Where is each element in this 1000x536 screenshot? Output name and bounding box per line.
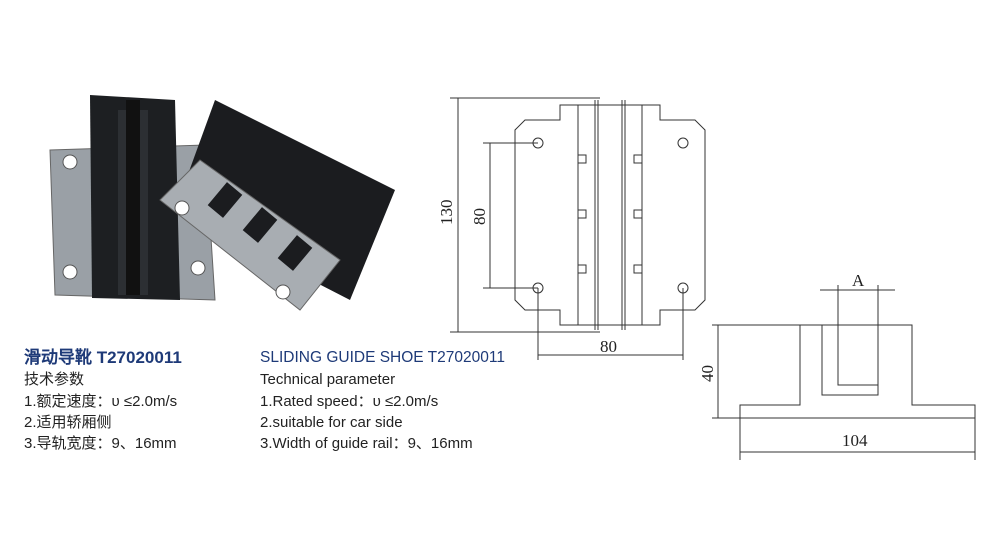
dim-40: 40 [698,365,717,382]
dim-104: 104 [842,431,868,450]
spec-cn-1: 1.额定速度：υ ≤2.0m/s [24,393,178,410]
subtitle-cn: 技术参数 [24,371,85,388]
subtitle-en: Technical parameter [260,371,396,388]
dim-80-vertical: 80 [470,208,489,225]
dim-a: A [852,271,865,290]
title-cn: 滑动导靴 T27020011 [24,348,182,367]
title-en: SLIDING GUIDE SHOE T27020011 [260,349,505,366]
dim-80-horizontal: 80 [600,337,617,356]
spec-en-2: 2.suitable for car side [260,414,403,431]
dim-130: 130 [437,200,456,226]
spec-cn-3: 3.导轨宽度：9、16mm [24,435,177,452]
spec-en-3: 3.Width of guide rail：9、16mm [260,435,473,452]
spec-cn-2: 2.适用轿厢侧 [24,414,112,431]
spec-en-1: 1.Rated speed：υ ≤2.0m/s [260,393,439,410]
